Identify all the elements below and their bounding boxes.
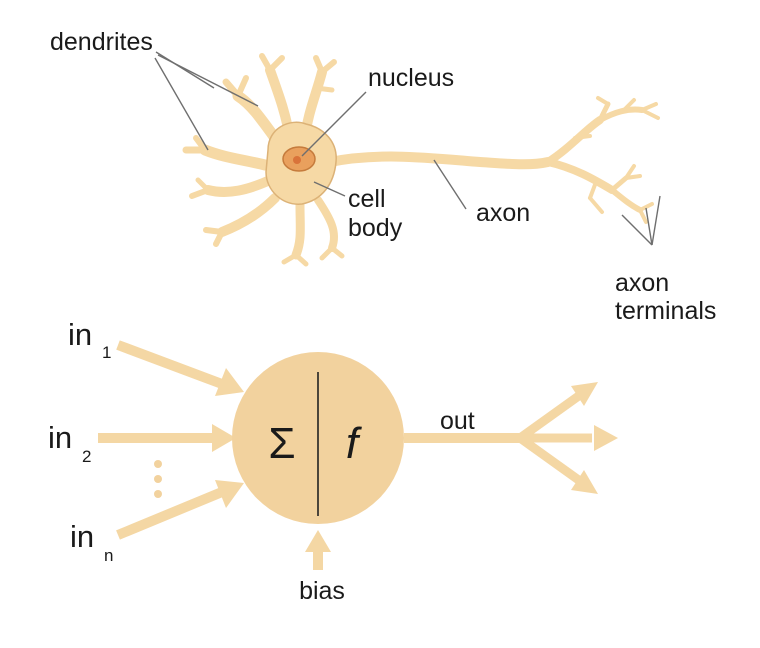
input-1-subscript: 1 bbox=[102, 343, 111, 362]
leader-lines bbox=[154, 51, 661, 246]
input-arrows bbox=[98, 340, 618, 570]
nucleus-leader bbox=[301, 91, 367, 157]
axon-terminals-leader bbox=[645, 207, 653, 246]
cell-body-label-line2: body bbox=[348, 214, 403, 242]
bias-arrow bbox=[305, 530, 331, 570]
axon-terminals-label-line1: axon bbox=[615, 269, 669, 297]
input-label-1: in 1 bbox=[68, 317, 111, 362]
input-label-2: in 2 bbox=[48, 420, 91, 466]
input-n-subscript: n bbox=[104, 546, 113, 565]
summation-symbol: Σ bbox=[268, 419, 295, 468]
dendrites-leader bbox=[154, 57, 209, 151]
input-arrow-n bbox=[116, 480, 244, 540]
cell-body-leader bbox=[313, 181, 346, 197]
cell-body-label-line1: cell bbox=[348, 185, 386, 213]
output-label: out bbox=[440, 407, 475, 435]
input-1-base: in bbox=[68, 317, 92, 352]
input-ellipsis bbox=[154, 460, 162, 498]
nucleolus-shape bbox=[293, 156, 301, 164]
axon-terminals-leader bbox=[651, 195, 661, 246]
bias-label: bias bbox=[299, 577, 345, 605]
output-arrow bbox=[404, 382, 618, 494]
input-2-subscript: 2 bbox=[82, 447, 91, 466]
input-label-n: in n bbox=[70, 519, 113, 565]
nucleus-label: nucleus bbox=[368, 64, 454, 92]
biological-neuron: dendrites nucleus cell body axon axon te… bbox=[50, 28, 716, 325]
input-arrow-1 bbox=[116, 340, 244, 396]
input-n-base: in bbox=[70, 519, 94, 554]
input-2-base: in bbox=[48, 420, 72, 455]
dendrites-shape bbox=[182, 53, 660, 267]
axon-label: axon bbox=[476, 199, 530, 227]
artificial-neuron: Σ f in 1 in 2 in n out bias bbox=[48, 317, 618, 605]
axon-leader bbox=[433, 159, 467, 210]
dendrites-label: dendrites bbox=[50, 28, 153, 56]
input-arrow-2 bbox=[98, 424, 236, 452]
axon-terminals-label-line2: terminals bbox=[615, 297, 716, 325]
axon-terminals-leader bbox=[621, 214, 653, 246]
dendrites-leader bbox=[157, 54, 259, 107]
dendrites-leader bbox=[155, 51, 215, 89]
